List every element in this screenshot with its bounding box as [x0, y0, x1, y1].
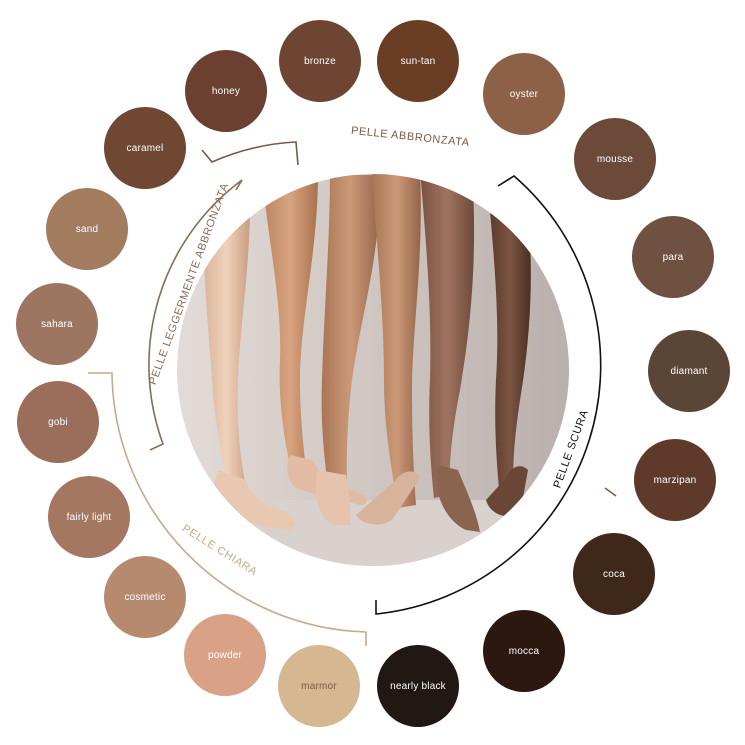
swatch-label: marzipan — [653, 474, 697, 486]
swatch-label: sand — [75, 223, 99, 235]
swatch-label: sahara — [41, 318, 73, 330]
group-label-abbronzata: PELLE ABBRONZATA — [350, 125, 470, 149]
swatch-nearly-black[interactable]: nearly black — [377, 645, 459, 727]
swatch-fairly-light[interactable]: fairly light — [48, 476, 130, 558]
legs-photo — [177, 174, 569, 566]
arc-leggermente — [148, 179, 243, 451]
swatch-coca[interactable]: coca — [573, 533, 655, 615]
swatch-para[interactable]: para — [632, 216, 714, 298]
swatch-mousse[interactable]: mousse — [574, 118, 656, 200]
arc-abbronzata — [201, 141, 299, 166]
swatch-label: bronze — [304, 55, 336, 67]
swatch-label: coca — [603, 568, 625, 580]
swatch-honey[interactable]: honey — [185, 50, 267, 132]
swatch-mocca[interactable]: mocca — [483, 610, 565, 692]
swatch-sand[interactable]: sand — [46, 188, 128, 270]
swatch-label: honey — [211, 85, 241, 97]
swatch-label: oyster — [509, 88, 539, 100]
swatch-label: mocca — [508, 645, 540, 657]
swatch-diamant[interactable]: diamant — [648, 330, 730, 412]
arc-scura — [375, 175, 602, 615]
swatch-cosmetic[interactable]: cosmetic — [104, 556, 186, 638]
swatch-label: marmor — [301, 680, 337, 692]
swatch-label: cosmetic — [124, 591, 166, 603]
group-label-chiara: PELLE CHIARA — [180, 523, 259, 579]
swatch-label: mousse — [596, 153, 634, 165]
swatch-label: nearly black — [390, 680, 446, 692]
swatch-sun-tan[interactable]: sun-tan — [377, 20, 459, 102]
swatch-marmor[interactable]: marmor — [278, 645, 360, 727]
swatch-label: para — [662, 251, 684, 263]
swatch-label: diamant — [670, 365, 708, 377]
swatch-label: powder — [208, 649, 242, 661]
swatch-bronze[interactable]: bronze — [279, 20, 361, 102]
arc-scura-tick — [604, 487, 617, 497]
arc-chiara — [88, 372, 367, 646]
swatch-label: fairly light — [66, 511, 112, 523]
swatch-label: gobi — [48, 416, 68, 428]
swatch-marzipan[interactable]: marzipan — [634, 439, 716, 521]
swatch-label: sun-tan — [400, 55, 436, 67]
swatch-sahara[interactable]: sahara — [16, 283, 98, 365]
swatch-gobi[interactable]: gobi — [17, 381, 99, 463]
swatch-powder[interactable]: powder — [184, 614, 266, 696]
swatch-caramel[interactable]: caramel — [104, 107, 186, 189]
swatch-label: caramel — [126, 142, 164, 154]
swatch-oyster[interactable]: oyster — [483, 53, 565, 135]
